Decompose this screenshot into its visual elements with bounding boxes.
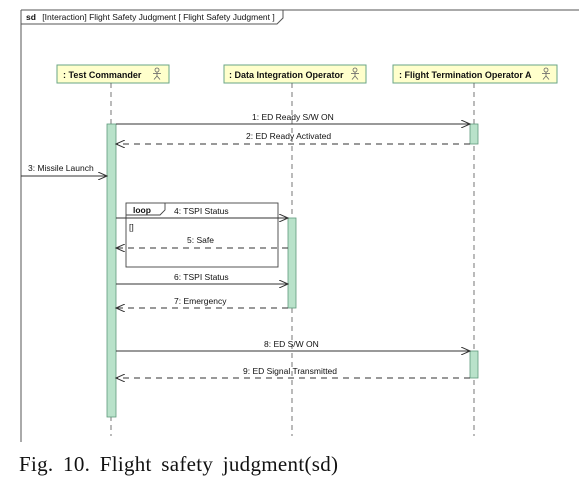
lifeline-test-commander: : Test Commander — [56, 64, 170, 436]
actor-icon — [542, 67, 550, 80]
lifeline-head — [56, 64, 170, 84]
lifeline-label: : Flight Termination Operator A — [399, 70, 532, 80]
message-4: 4: TSPI Status — [116, 206, 288, 218]
loop-fragment: loop [] — [125, 202, 279, 268]
message-label: 3: Missile Launch — [28, 163, 94, 173]
fragment-guard: [] — [129, 222, 134, 232]
message-label: 4: TSPI Status — [174, 206, 229, 216]
message-label: 5: Safe — [187, 235, 214, 245]
frame-title-text: [Interaction] Flight Safety Judgment [ F… — [42, 12, 274, 22]
lifeline-flight-termination-operator-a: : Flight Termination Operator A — [392, 64, 558, 436]
activation-bar — [287, 217, 297, 309]
message-label: 9: ED Signal Transmitted — [243, 366, 337, 376]
message-label: 8: ED S/W ON — [264, 339, 319, 349]
lifeline-label: : Data Integration Operator — [229, 70, 344, 80]
lifeline-data-integration-operator: : Data Integration Operator — [223, 64, 367, 436]
figure-caption: Fig. 10. Flight safety judgment(sd) — [19, 452, 339, 476]
message-7: 7: Emergency — [116, 296, 288, 308]
message-8: 8: ED S/W ON — [116, 339, 470, 351]
message-1: 1: ED Ready S/W ON — [116, 112, 470, 124]
interaction-frame: sd [Interaction] Flight Safety Judgment … — [20, 9, 579, 442]
lifeline-head — [223, 64, 367, 84]
fragment-operator: loop — [133, 205, 151, 215]
activation-bar — [469, 123, 479, 145]
message-5: 5: Safe — [116, 235, 288, 248]
message-label: 1: ED Ready S/W ON — [252, 112, 334, 122]
message-9: 9: ED Signal Transmitted — [116, 366, 470, 378]
actor-icon — [153, 67, 161, 80]
message-label: 7: Emergency — [174, 296, 227, 306]
message-6: 6: TSPI Status — [116, 272, 288, 284]
actor-icon — [351, 67, 359, 80]
lifeline-head — [392, 64, 558, 84]
frame-title: sd [Interaction] Flight Safety Judgment … — [26, 12, 275, 22]
message-2: 2: ED Ready Activated — [116, 131, 470, 144]
activation-bar — [469, 350, 479, 379]
fragment-box — [125, 202, 279, 268]
frame-tag: sd — [26, 12, 36, 22]
message-label: 2: ED Ready Activated — [246, 131, 331, 141]
lifeline-label: : Test Commander — [63, 70, 142, 80]
message-label: 6: TSPI Status — [174, 272, 229, 282]
activation-bar — [106, 123, 117, 418]
message-3: 3: Missile Launch — [21, 163, 107, 176]
